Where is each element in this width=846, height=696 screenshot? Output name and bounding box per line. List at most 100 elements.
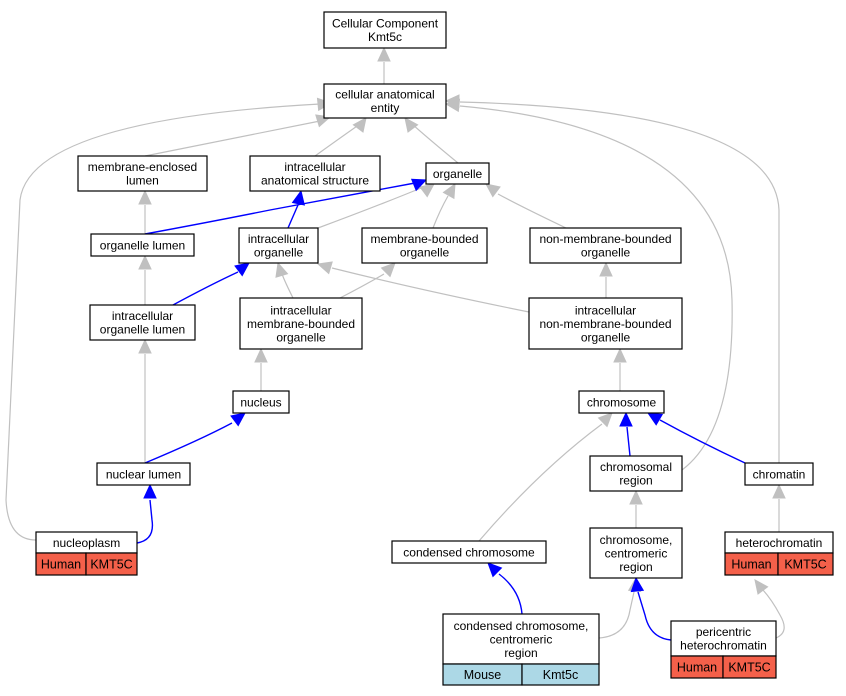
term-label: membrane-bounded — [247, 317, 355, 331]
term-label: heterochromatin — [736, 536, 823, 550]
term-label: organelle — [400, 246, 450, 260]
term-label: chromosomal — [600, 460, 672, 474]
term-box — [578, 390, 665, 414]
term-box — [529, 227, 682, 264]
term-label: organelle — [581, 246, 631, 260]
arrowhead — [138, 254, 152, 270]
arrowhead — [404, 117, 419, 133]
is-a-edge-gray — [377, 46, 391, 84]
arrowhead — [316, 261, 333, 275]
arrowhead — [599, 261, 613, 277]
is-a-edge-blue — [619, 411, 633, 457]
term-label: entity — [371, 101, 400, 115]
term-node-nl[interactable]: nuclear lumen — [96, 462, 191, 486]
species-tag-row: Mouse Kmt5c — [442, 663, 600, 686]
term-box — [442, 613, 600, 665]
species-label: Human — [41, 558, 81, 572]
arrowhead — [619, 411, 633, 427]
arrowhead — [230, 412, 246, 427]
gray-edges — [5, 46, 786, 639]
term-node-chromatin[interactable]: chromatin — [744, 462, 814, 486]
term-label: pericentric — [696, 625, 751, 639]
gene-label: Kmt5c — [543, 668, 578, 682]
is-a-edge-gray — [316, 261, 530, 313]
is-a-edge-gray — [613, 347, 627, 391]
term-label: intracellular — [248, 232, 309, 246]
arrowhead — [352, 117, 367, 133]
term-box — [589, 455, 683, 492]
term-box — [361, 227, 488, 264]
term-box — [744, 462, 814, 486]
term-node-inmbo[interactable]: intracellularnon-membrane-boundedorganel… — [528, 297, 683, 350]
term-box — [589, 527, 683, 579]
term-node-nucleus[interactable]: nucleus — [232, 390, 290, 414]
is-a-edge-blue — [136, 483, 157, 544]
arrowhead — [380, 262, 396, 278]
arrowhead — [597, 412, 613, 428]
term-label: nucleoplasm — [53, 536, 120, 550]
gene-label: KMT5C — [784, 558, 826, 572]
is-a-edge-blue — [646, 412, 746, 464]
term-node-chromosome[interactable]: chromosome — [578, 390, 665, 414]
arrowhead — [487, 562, 503, 578]
arrowhead — [377, 46, 391, 62]
term-label: Kmt5c — [368, 30, 402, 44]
term-box — [89, 304, 196, 341]
term-label: organelle lumen — [100, 238, 185, 252]
term-box — [391, 540, 547, 564]
arrowhead — [630, 576, 645, 593]
gene-label: KMT5C — [90, 558, 132, 572]
gene-label: KMT5C — [728, 661, 770, 675]
term-node-cccr[interactable]: condensed chromosome,centromericregionMo… — [442, 613, 600, 686]
term-label: membrane-bounded — [370, 232, 478, 246]
species-label: Human — [677, 661, 717, 675]
term-label: condensed chromosome — [403, 545, 535, 559]
term-label: region — [619, 474, 652, 488]
term-node-ol[interactable]: organelle lumen — [90, 233, 195, 257]
term-box — [323, 83, 447, 119]
is-a-edge-blue — [144, 412, 246, 464]
term-node-cc[interactable]: condensed chromosome — [391, 540, 547, 564]
term-label: membrane-enclosed — [88, 160, 197, 174]
is-a-edge-blue — [487, 562, 523, 615]
term-label: region — [619, 560, 652, 574]
gene-cell — [722, 655, 777, 679]
arrowhead — [138, 189, 152, 205]
term-label: region — [504, 646, 537, 660]
term-box — [96, 462, 191, 486]
species-label: Mouse — [464, 668, 502, 682]
term-label: centromeric — [490, 632, 553, 646]
term-box — [90, 233, 195, 257]
term-box — [528, 297, 683, 350]
is-a-edge-gray — [138, 254, 152, 305]
term-box — [77, 155, 208, 192]
term-label: chromosome — [587, 395, 657, 409]
term-label: chromatin — [753, 467, 806, 481]
term-node-organelle[interactable]: organelle — [425, 162, 490, 185]
gene-cell — [777, 552, 834, 576]
is-a-edge-gray — [275, 261, 294, 299]
term-label: cellular anatomical — [335, 88, 434, 102]
term-label: centromeric — [605, 546, 668, 560]
term-box — [232, 390, 290, 414]
term-label: intracellular — [112, 309, 173, 323]
arrowhead — [754, 579, 769, 595]
term-box — [425, 162, 490, 185]
is-a-edge-gray — [485, 183, 567, 229]
